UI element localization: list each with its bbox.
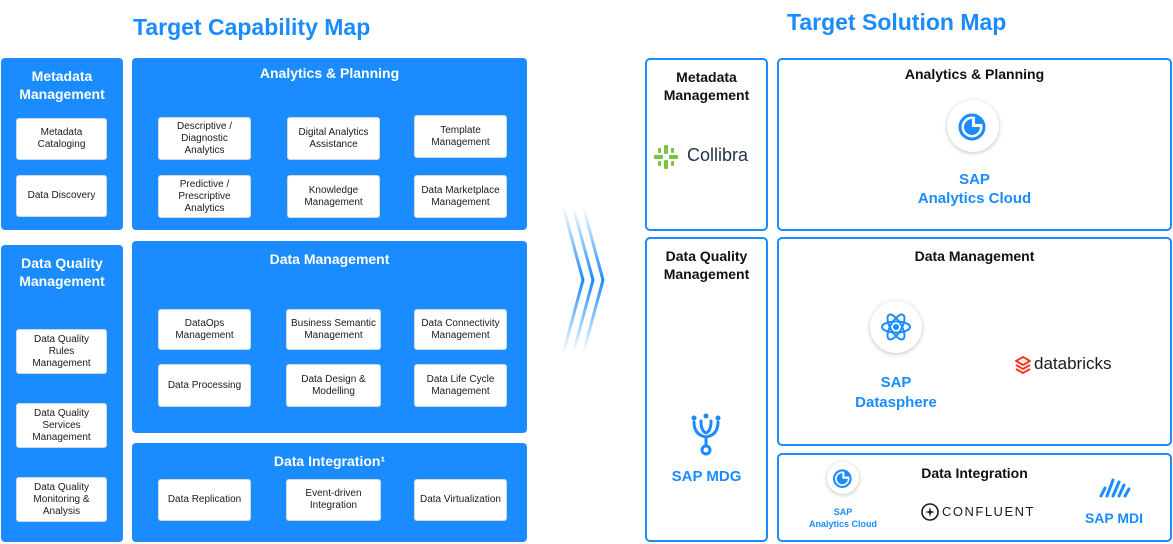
analytics-planning-panel: Analytics & Planning Descriptive / Diagn… (132, 58, 527, 230)
sap-analytics-cloud-label: SAP Analytics Cloud (779, 170, 1170, 208)
capability-card: DataOps Management (158, 309, 251, 350)
solution-metadata-header: Metadata Management (663, 69, 750, 103)
data-quality-management-header: Data Quality Management (19, 255, 105, 289)
sap-analytics-cloud-line2: Analytics Cloud (917, 190, 1032, 207)
confluent-logo-icon (921, 503, 939, 521)
capability-card: Descriptive / Diagnostic Analytics (158, 117, 251, 160)
capability-card: Data Discovery (16, 175, 107, 217)
capability-card: Data Quality Services Management (16, 403, 107, 448)
metadata-management-header: Metadata Management (19, 68, 105, 102)
data-management-panel: Data Management DataOps Management Busin… (132, 241, 527, 433)
solution-data-quality-panel: Data Quality Management SAP MDG (645, 237, 768, 542)
confluent-wordmark: CONFLUENT (942, 504, 1035, 519)
capability-card: Data Design & Modelling (286, 364, 381, 407)
solution-data-integration-header: Data Integration (921, 465, 1028, 481)
capability-card: Data Quality Rules Management (16, 329, 107, 374)
analytics-planning-header: Analytics & Planning (259, 65, 400, 81)
sap-mdi-label: SAP MDI (1084, 510, 1144, 526)
capability-card: Metadata Cataloging (16, 118, 107, 160)
capability-card: Data Virtualization (414, 479, 507, 521)
solution-data-management-panel: Data Management SAP Datasphere databrick… (777, 237, 1172, 446)
data-quality-management-panel: Data Quality Management Data Quality Rul… (1, 245, 123, 542)
capability-card: Data Marketplace Management (414, 175, 507, 218)
capability-card: Template Management (414, 115, 507, 158)
data-integration-panel: Data Integration¹ Data Replication Event… (132, 443, 527, 542)
capability-card: Knowledge Management (287, 175, 380, 218)
sap-analytics-cloud-icon (827, 462, 859, 494)
sap-datasphere-label: SAP Datasphere (831, 373, 961, 413)
capability-card: Data Replication (158, 479, 251, 521)
databricks-logo-icon (1015, 356, 1031, 374)
capability-map-title: Target Capability Map (133, 14, 371, 40)
metadata-management-panel: Metadata Management Metadata Cataloging … (1, 58, 123, 230)
sap-analytics-cloud-small-line1: SAP (833, 507, 853, 517)
capability-card: Event-driven Integration (286, 479, 381, 521)
capability-card: Data Life Cycle Management (414, 364, 507, 407)
sap-datasphere-line1: SAP (880, 374, 912, 391)
capability-card: Business Semantic Management (286, 309, 381, 350)
capability-card: Digital Analytics Assistance (287, 117, 380, 160)
sap-analytics-cloud-icon (947, 100, 999, 152)
sap-analytics-cloud-small-line2: Analytics Cloud (808, 519, 877, 529)
capability-card: Data Connectivity Management (414, 309, 507, 350)
solution-data-quality-header: Data Quality Management (663, 248, 750, 282)
databricks-wordmark: databricks (1034, 354, 1112, 373)
sap-mdg-icon (691, 413, 721, 456)
solution-metadata-panel: Metadata Management Collibra (645, 58, 768, 231)
sap-mdi-icon (1099, 478, 1131, 498)
solution-data-integration-panel: Data Integration SAP Analytics Cloud CON… (777, 453, 1172, 542)
chevron-arrow-icon (561, 205, 605, 355)
solution-analytics-header: Analytics & Planning (904, 66, 1045, 82)
solution-analytics-panel: Analytics & Planning SAP Analytics Cloud (777, 58, 1172, 231)
data-management-header: Data Management (269, 251, 390, 267)
collibra-wordmark: Collibra (687, 145, 749, 165)
solution-map-title: Target Solution Map (787, 9, 1007, 35)
sap-mdg-label: SAP MDG (671, 468, 742, 485)
sap-analytics-cloud-line1: SAP (959, 171, 990, 188)
capability-card: Data Processing (158, 364, 251, 407)
capability-card: Predictive / Prescriptive Analytics (158, 175, 251, 218)
solution-data-management-header: Data Management (914, 248, 1035, 264)
sap-datasphere-line2: Datasphere (855, 394, 937, 411)
capability-card: Data Quality Monitoring & Analysis (16, 477, 107, 522)
sap-datasphere-icon (870, 301, 922, 353)
sap-analytics-cloud-small-label: SAP Analytics Cloud (793, 506, 893, 530)
data-integration-header: Data Integration¹ (273, 453, 386, 469)
collibra-logo-icon (654, 145, 678, 169)
